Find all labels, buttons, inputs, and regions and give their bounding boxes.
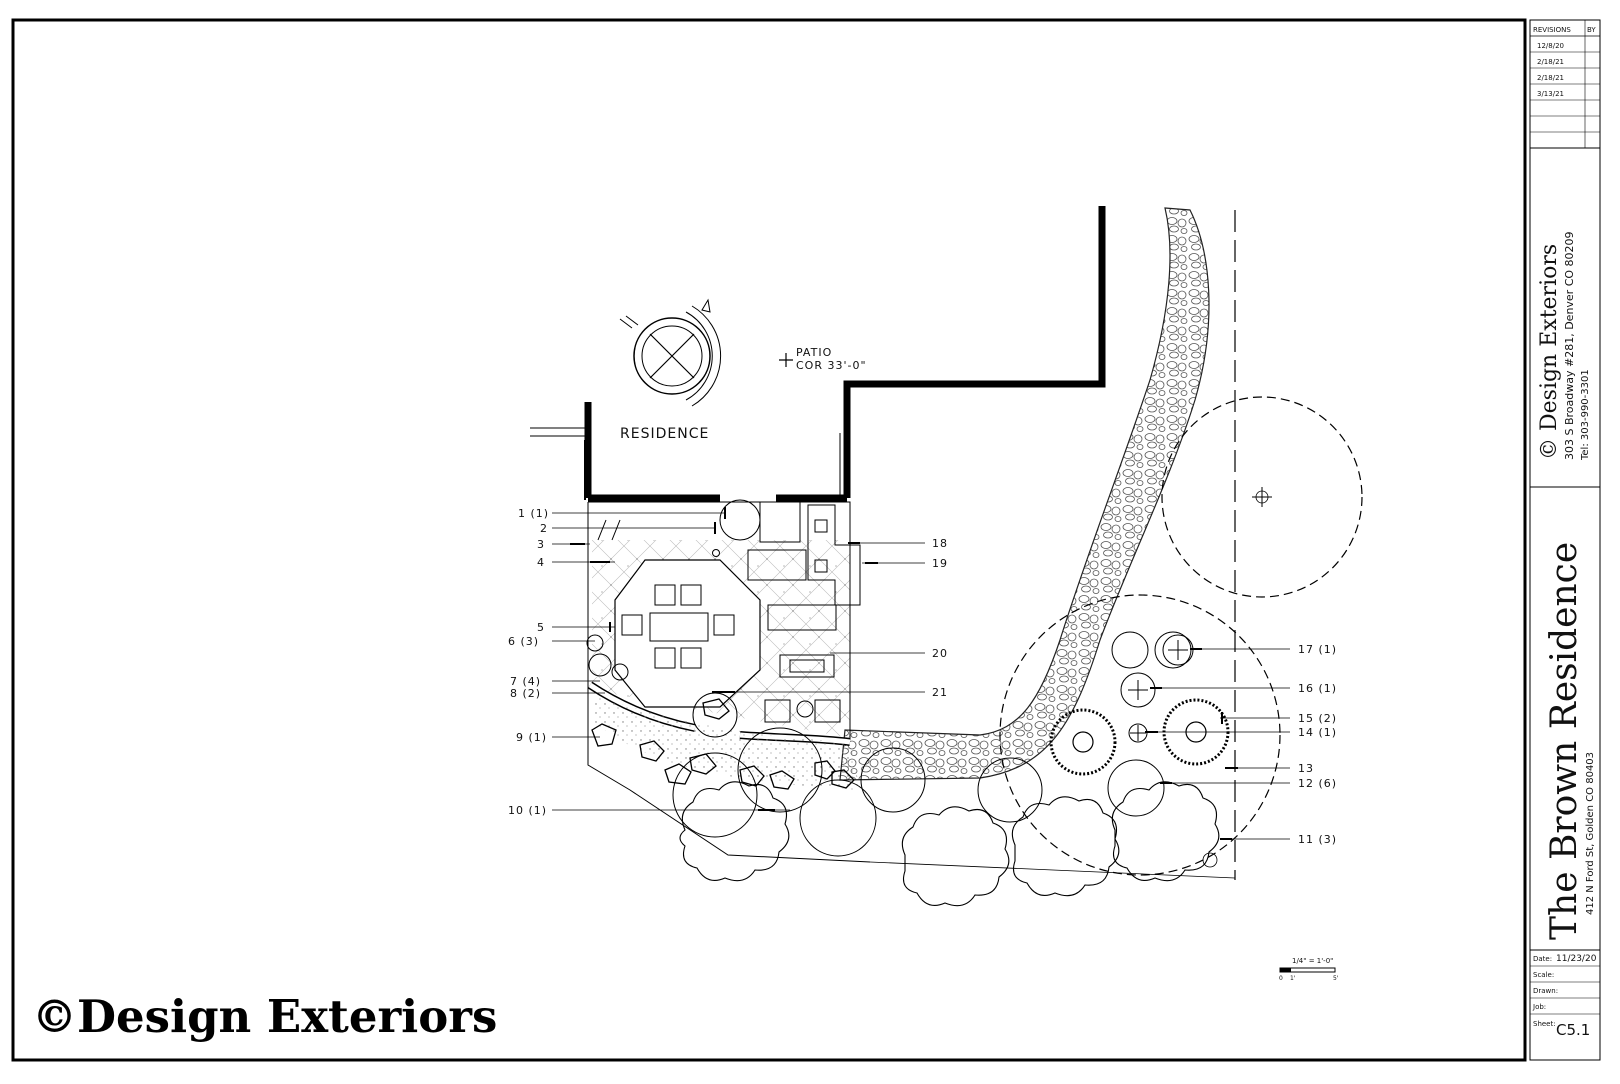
drawing-border <box>11 18 1527 1062</box>
existing-tree-canopy-1 <box>1161 396 1363 598</box>
revision-date-4: 3/13/21 <box>1537 90 1564 98</box>
patio-edge <box>588 501 851 740</box>
date-value: 11/23/20 <box>1556 954 1597 964</box>
callout-11: 11 (3) <box>1298 833 1337 846</box>
patio-elevation-marker <box>779 353 793 367</box>
callout-12: 12 (6) <box>1298 777 1337 790</box>
evergreen-shrubs <box>1049 698 1230 776</box>
callout-leaders-right <box>712 542 1290 840</box>
callout-19: 19 <box>932 557 948 570</box>
callout-21: 21 <box>932 686 948 699</box>
scale-tick-1: 1' <box>1290 975 1296 982</box>
deciduous-tree-canopies <box>679 781 1220 907</box>
callout-8: 8 (2) <box>510 687 541 700</box>
job-label: Job: <box>1532 1003 1546 1011</box>
north-arrow-icon <box>619 298 722 407</box>
project-title: The Brown Residence <box>1544 542 1585 940</box>
callout-7: 7 (4) <box>510 675 541 688</box>
company-address: 303 S Broadway #281, Denver CO 80209 <box>1563 231 1576 460</box>
revision-date-2: 2/18/21 <box>1537 58 1564 66</box>
drawn-label: Drawn: <box>1533 987 1558 995</box>
sheet-label: Sheet: <box>1533 1020 1556 1028</box>
residence-walls <box>530 206 1106 502</box>
scale-tick-5: 5' <box>1333 975 1339 982</box>
callout-15: 15 (2) <box>1298 712 1337 725</box>
callout-1: 1 (1) <box>518 507 549 520</box>
revision-date-1: 12/8/20 <box>1537 42 1564 50</box>
sheet-info-block: Date: 11/23/20 Scale: Drawn: Job: Sheet:… <box>1530 954 1600 1039</box>
patio-elevation-label: COR 33'-0" <box>796 359 867 372</box>
scale-bar: 1/4" = 1'-0" 0 1' 5' <box>1279 957 1339 982</box>
project-address: 412 N Ford St, Golden CO 80403 <box>1585 752 1596 915</box>
callout-9: 9 (1) <box>516 731 547 744</box>
callout-6: 6 (3) <box>508 635 539 648</box>
callout-13: 13 <box>1298 762 1314 775</box>
dining-chairs <box>621 584 735 669</box>
scale-text: 1/4" = 1'-0" <box>1292 957 1333 965</box>
callout-18: 18 <box>932 537 948 550</box>
crosshair-icon <box>1252 487 1272 507</box>
company-name: © Design Exteriors <box>1537 244 1562 460</box>
project-block: The Brown Residence 412 N Ford St, Golde… <box>1530 542 1600 951</box>
boulders <box>591 698 855 790</box>
callout-17: 17 (1) <box>1298 643 1337 656</box>
date-label: Date: <box>1533 955 1552 963</box>
residence-label: RESIDENCE <box>620 426 709 442</box>
planting-bed <box>592 695 860 790</box>
sheet-number: C5.1 <box>1556 1021 1590 1039</box>
callout-2: 2 <box>540 522 548 535</box>
copyright-watermark: ©Design Exteriors <box>32 990 498 1043</box>
scale-tick-0: 0 <box>1279 975 1283 982</box>
dining-area-octagon <box>614 559 761 708</box>
callout-10: 10 (1) <box>508 804 547 817</box>
by-header: BY <box>1587 26 1596 34</box>
patio-label: PATIO <box>796 346 832 359</box>
planter-pots <box>586 634 629 681</box>
stone-path <box>839 207 1210 781</box>
callout-5: 5 <box>537 621 545 634</box>
callout-3: 3 <box>537 538 545 551</box>
callout-16: 16 (1) <box>1298 682 1337 695</box>
company-phone: Tel: 303-990-3301 <box>1580 369 1591 461</box>
callout-labels-right: 18 19 20 21 17 (1) 16 (1) 15 (2) 14 (1) … <box>932 537 1337 846</box>
revision-date-3: 2/18/21 <box>1537 74 1564 82</box>
callout-20: 20 <box>932 647 948 660</box>
revisions-table: REVISIONS BY 12/8/20 2/18/21 2/18/21 3/1… <box>1530 20 1600 149</box>
scale-label: Scale: <box>1533 971 1554 979</box>
existing-tree-canopy-2 <box>999 594 1281 876</box>
company-block: © Design Exteriors 303 S Broadway #281, … <box>1530 231 1600 488</box>
callout-labels-left: 1 (1) 2 3 4 5 6 (3) 7 (4) 8 (2) 9 (1) 10… <box>508 507 549 817</box>
dining-table <box>649 612 709 642</box>
revisions-header: REVISIONS <box>1533 26 1571 34</box>
callout-4: 4 <box>537 556 545 569</box>
callout-14: 14 (1) <box>1298 726 1337 739</box>
shrub-circles <box>672 631 1192 857</box>
title-block-border <box>1529 19 1601 1061</box>
outdoor-kitchen <box>712 499 861 723</box>
callout-leaders-left <box>552 507 790 811</box>
